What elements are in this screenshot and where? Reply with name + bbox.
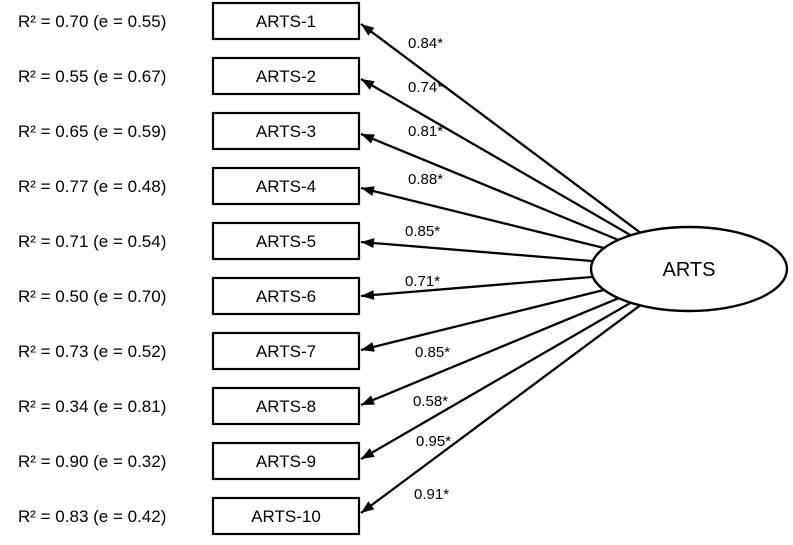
loading-label: 0.95* [416, 433, 451, 450]
indicator-label: ARTS-1 [256, 12, 316, 31]
loading-label: 0.74* [408, 79, 443, 96]
r2-label: R² = 0.90 (e = 0.32) [18, 452, 166, 471]
indicator-box-arts-8 [211, 386, 361, 426]
r2-labels: R² = 0.70 (e = 0.55) R² = 0.55 (e = 0.67… [18, 12, 166, 526]
indicator-box-arts-1 [211, 1, 361, 41]
path-arts-1 [360, 23, 690, 270]
indicator-label: ARTS-2 [256, 67, 316, 86]
indicator-box-arts-3 [211, 111, 361, 151]
loading-label: 0.85* [415, 344, 450, 361]
r2-label: R² = 0.65 (e = 0.59) [18, 122, 166, 141]
loading-label: 0.81* [408, 123, 443, 140]
path-arts-10 [360, 268, 690, 514]
indicator-box-arts-9 [211, 441, 361, 481]
loading-label: 0.58* [413, 393, 448, 410]
loading-labels: 0.84* 0.74* 0.81* 0.88* 0.85* 0.71* 0.85… [405, 35, 451, 503]
r2-label: R² = 0.34 (e = 0.81) [18, 397, 166, 416]
indicator-label: ARTS-8 [256, 397, 316, 416]
indicator-box-arts-5 [211, 221, 361, 261]
indicator-box-arts-6 [211, 276, 361, 316]
r2-label: R² = 0.77 (e = 0.48) [18, 177, 166, 196]
indicator-label: ARTS-5 [256, 232, 316, 251]
loading-label: 0.85* [405, 223, 440, 240]
indicator-label: ARTS-6 [256, 287, 316, 306]
r2-label: R² = 0.55 (e = 0.67) [18, 67, 166, 86]
indicator-label: ARTS-7 [256, 342, 316, 361]
indicator-label: ARTS-10 [251, 507, 321, 526]
indicator-labels: ARTS-1 ARTS-2 ARTS-3 ARTS-4 ARTS-5 ARTS-… [251, 12, 321, 526]
indicator-label: ARTS-4 [256, 177, 316, 196]
indicator-label: ARTS-9 [256, 452, 316, 471]
latent-variable-label: ARTS [663, 259, 716, 281]
r2-label: R² = 0.50 (e = 0.70) [18, 287, 166, 306]
r2-label: R² = 0.70 (e = 0.55) [18, 12, 166, 31]
loading-label: 0.88* [408, 171, 443, 188]
indicator-box-arts-4 [211, 166, 361, 206]
loading-label: 0.91* [414, 486, 449, 503]
indicator-box-arts-7 [211, 331, 361, 371]
loading-label: 0.71* [405, 273, 440, 290]
r2-label: R² = 0.83 (e = 0.42) [18, 507, 166, 526]
r2-label: R² = 0.71 (e = 0.54) [18, 232, 166, 251]
indicator-boxes [211, 1, 361, 536]
indicator-box-arts-10 [211, 496, 361, 536]
r2-label: R² = 0.73 (e = 0.52) [18, 342, 166, 361]
loading-label: 0.84* [408, 35, 443, 52]
latent-variable-ellipse [589, 225, 789, 313]
indicator-label: ARTS-3 [256, 122, 316, 141]
indicator-box-arts-2 [211, 56, 361, 96]
